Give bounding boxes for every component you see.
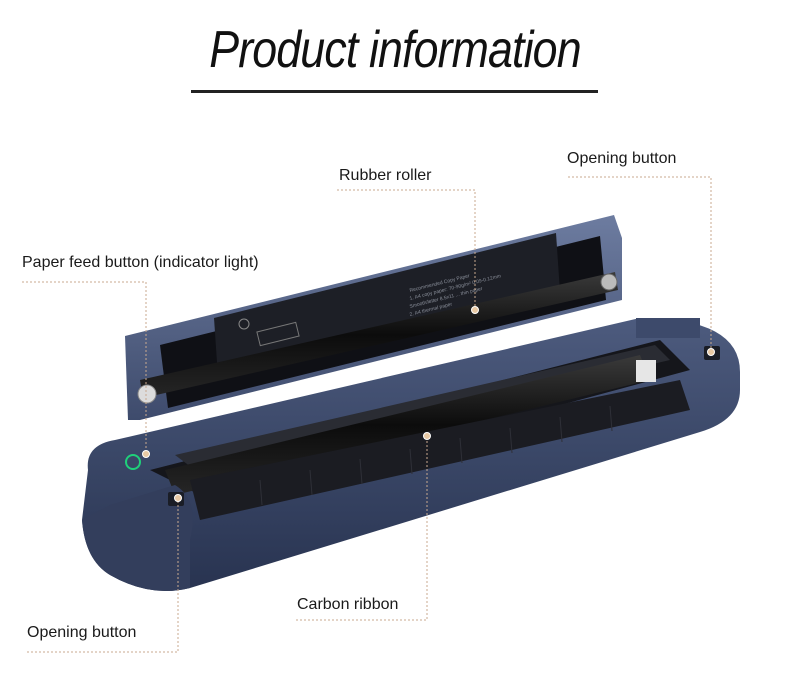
label-carbon-ribbon: Carbon ribbon <box>297 596 399 613</box>
marker-carbon-ribbon <box>423 432 431 440</box>
label-opening-button-top: Opening button <box>567 150 677 167</box>
marker-paper-feed <box>142 450 150 458</box>
paper-feed-indicator-light <box>125 454 141 470</box>
leader-lines <box>22 176 712 653</box>
label-rubber-roller: Rubber roller <box>339 167 432 184</box>
page-title: Product information <box>209 21 581 79</box>
label-paper-feed-button: Paper feed button (indicator light) <box>22 254 259 271</box>
title-underline <box>191 90 598 93</box>
marker-rubber-roller <box>471 306 479 314</box>
label-opening-button-bottom: Opening button <box>27 624 137 641</box>
marker-opening-button-top <box>707 348 715 356</box>
marker-opening-button-bottom <box>174 494 182 502</box>
callout-markers <box>142 306 715 502</box>
printer-body <box>82 318 740 592</box>
